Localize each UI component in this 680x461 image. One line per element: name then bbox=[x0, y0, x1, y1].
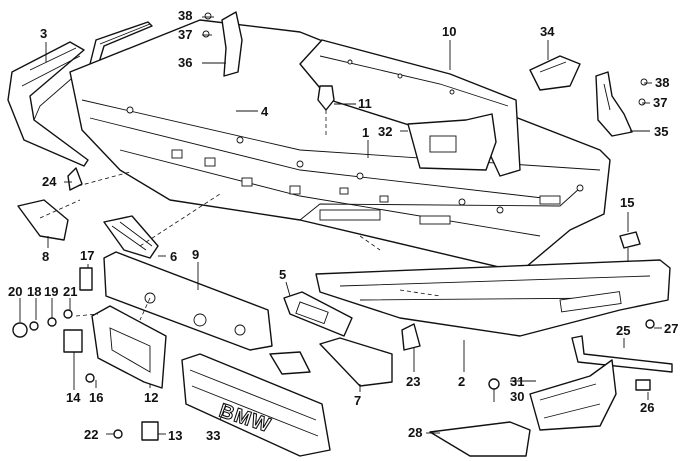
leader-lines bbox=[19, 16, 662, 435]
callout-6: 6 bbox=[170, 249, 177, 264]
small-plates bbox=[63, 267, 159, 441]
lower-cover bbox=[319, 337, 393, 387]
left-bracket bbox=[221, 11, 243, 77]
main-bumper-shell bbox=[69, 19, 611, 273]
callout-7: 7 bbox=[354, 393, 361, 408]
push-clip bbox=[317, 85, 335, 138]
callout-37-right: 37 bbox=[653, 95, 667, 110]
callout-18: 18 bbox=[27, 284, 41, 299]
fasteners-top-left bbox=[202, 12, 648, 106]
lower-spoiler bbox=[315, 259, 671, 337]
callout-14: 14 bbox=[66, 390, 81, 405]
callout-23: 23 bbox=[406, 374, 420, 389]
bolt bbox=[619, 231, 641, 262]
callout-37-top: 37 bbox=[178, 27, 192, 42]
callout-1: 1 bbox=[362, 125, 369, 140]
callout-31: 31 bbox=[510, 374, 524, 389]
callout-34: 34 bbox=[540, 24, 555, 39]
callout-16: 16 bbox=[89, 390, 103, 405]
fog-light-frame bbox=[283, 291, 353, 337]
callout-33: 33 bbox=[206, 428, 220, 443]
small-clip bbox=[635, 379, 651, 391]
callout-25: 25 bbox=[616, 323, 630, 338]
callout-12: 12 bbox=[144, 390, 158, 405]
callout-36: 36 bbox=[178, 55, 192, 70]
license-plate-base bbox=[103, 251, 311, 375]
callout-35: 35 bbox=[654, 124, 668, 139]
clip-housing bbox=[529, 55, 581, 91]
screw-right bbox=[645, 319, 655, 329]
callout-24: 24 bbox=[42, 174, 57, 189]
left-corner-trim bbox=[7, 41, 89, 167]
callout-10: 10 bbox=[442, 24, 456, 39]
callout-38-right: 38 bbox=[655, 75, 669, 90]
callout-5: 5 bbox=[279, 267, 286, 282]
callout-19: 19 bbox=[44, 284, 58, 299]
right-bracket bbox=[595, 71, 633, 137]
callout-8: 8 bbox=[42, 249, 49, 264]
callout-27: 27 bbox=[664, 321, 678, 336]
screw bbox=[488, 378, 500, 402]
callout-2: 2 bbox=[458, 374, 465, 389]
fastener-stack bbox=[12, 309, 73, 338]
plate-holder bbox=[91, 305, 167, 389]
callout-21: 21 bbox=[63, 284, 77, 299]
callout-3: 3 bbox=[40, 26, 47, 41]
callout-11: 11 bbox=[358, 96, 372, 111]
callout-30: 30 bbox=[510, 389, 524, 404]
callout-labels: 1 2 3 4 5 6 7 8 9 10 11 12 13 14 15 16 1… bbox=[8, 8, 678, 443]
side-clip bbox=[67, 167, 83, 191]
bracket-rail bbox=[571, 335, 673, 373]
assembly-lines bbox=[39, 171, 441, 321]
callout-32: 32 bbox=[378, 124, 392, 139]
callout-38-top: 38 bbox=[178, 8, 192, 23]
callout-9: 9 bbox=[192, 247, 199, 262]
callout-20: 20 bbox=[8, 284, 22, 299]
callout-15: 15 bbox=[620, 195, 634, 210]
mesh-insert bbox=[103, 215, 159, 259]
left-lower-insert bbox=[17, 199, 69, 241]
callout-4: 4 bbox=[261, 104, 269, 119]
callout-13: 13 bbox=[168, 428, 182, 443]
callout-26: 26 bbox=[640, 400, 654, 415]
center-bracket bbox=[407, 113, 497, 171]
callout-22: 22 bbox=[84, 427, 98, 442]
lower-duct bbox=[429, 421, 531, 457]
callout-28: 28 bbox=[408, 425, 422, 440]
callout-17: 17 bbox=[80, 248, 94, 263]
lower-clip bbox=[401, 323, 421, 351]
air-duct bbox=[529, 359, 617, 431]
